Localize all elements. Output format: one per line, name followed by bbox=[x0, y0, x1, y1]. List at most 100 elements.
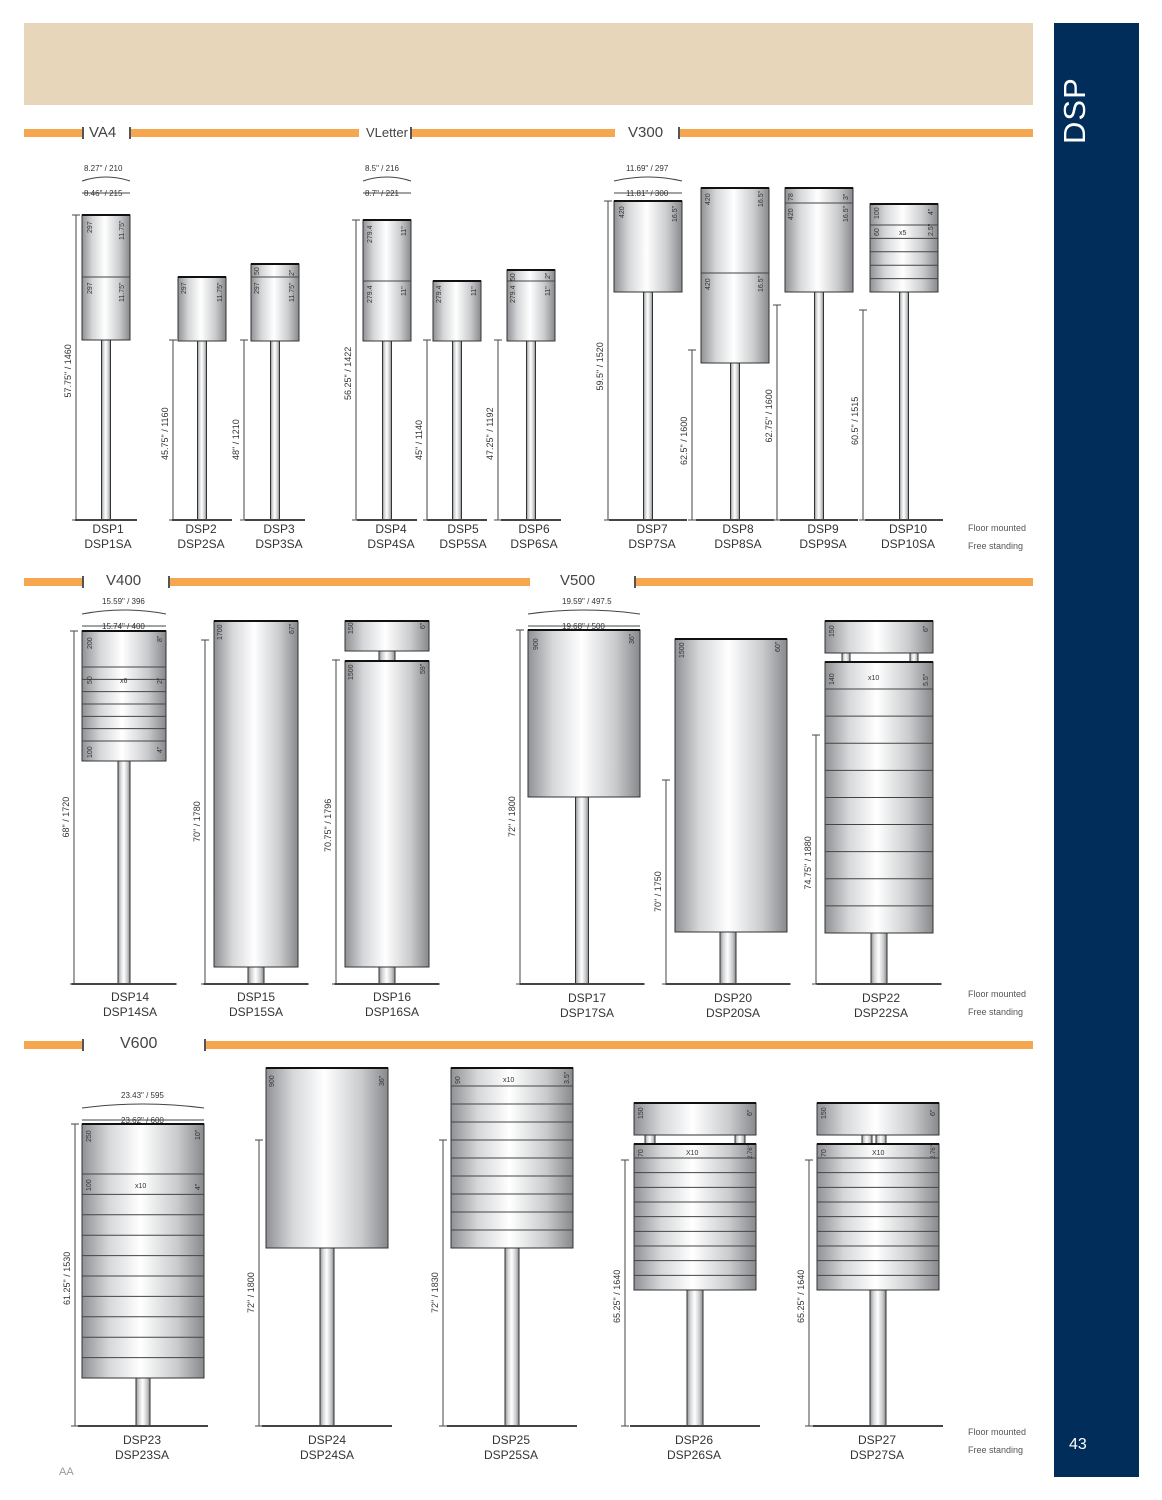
dimension-label: x5 bbox=[899, 230, 907, 237]
dimension-label: 11" bbox=[401, 286, 408, 296]
post bbox=[504, 1247, 520, 1427]
height-dimension: 72" / 1800 bbox=[507, 796, 517, 837]
height-dimension: 45.75" / 1160 bbox=[160, 407, 170, 460]
width-arc bbox=[613, 176, 683, 182]
post bbox=[899, 291, 909, 521]
dimension-label: 70 bbox=[638, 1149, 645, 1157]
dimension-label: 2" bbox=[157, 677, 164, 684]
dimension-label: 16.5" bbox=[672, 205, 679, 222]
width-arc bbox=[81, 609, 167, 615]
dimension-label: x10 bbox=[135, 1183, 146, 1190]
height-dimension: 65.25" / 1640 bbox=[612, 1270, 622, 1323]
dimension-label: X10 bbox=[686, 1150, 699, 1157]
post bbox=[686, 1289, 704, 1427]
mailbox-body bbox=[265, 1067, 389, 1249]
dimension-label: 420 bbox=[619, 206, 626, 218]
width-dimension: 23.43" / 595 bbox=[121, 1091, 164, 1100]
dimension-label: 279.4 bbox=[367, 285, 374, 303]
post bbox=[730, 362, 740, 521]
height-dimension: 59.5" / 1520 bbox=[595, 342, 605, 390]
dimension-label: 150 bbox=[829, 625, 836, 637]
dimension-label: 2" bbox=[545, 272, 552, 279]
dimension-label: 70 bbox=[821, 1149, 828, 1157]
dimension-label: 11.75" bbox=[119, 220, 126, 240]
dimension-label: 297 bbox=[87, 282, 94, 294]
height-dimension: 72" / 1800 bbox=[246, 1272, 256, 1313]
post bbox=[319, 1247, 335, 1427]
section-bar bbox=[24, 1039, 84, 1051]
height-dimension: 70.75" / 1796 bbox=[323, 799, 333, 852]
section-bar bbox=[410, 127, 615, 139]
section-title-va4: VA4 bbox=[89, 124, 117, 141]
post bbox=[382, 340, 392, 521]
height-dimension: 60.5" / 1515 bbox=[850, 397, 860, 445]
dimension-label: 6" bbox=[930, 1109, 937, 1116]
section-title-vletter: VLetter bbox=[366, 125, 408, 140]
dimension-label: 297 bbox=[254, 282, 261, 294]
width-dimension: 19.59" / 497.5 bbox=[562, 597, 612, 606]
dimension-label: 1500 bbox=[679, 642, 686, 658]
post bbox=[101, 339, 111, 521]
dimension-label: 2.5" bbox=[928, 223, 935, 236]
width-dimension: 8.27" / 210 bbox=[84, 164, 123, 173]
dimension-label: 4" bbox=[195, 1183, 202, 1190]
dimension-label: 8" bbox=[157, 635, 164, 642]
dimension-label: 420 bbox=[788, 208, 795, 220]
height-dimension: 62.75" / 1600 bbox=[764, 389, 774, 442]
dimension-label: 100 bbox=[86, 1179, 93, 1191]
height-dimension: 74.75" / 1880 bbox=[803, 836, 813, 889]
mailbox-body bbox=[784, 187, 854, 293]
width-dimension: 19.68" / 500 bbox=[562, 622, 605, 631]
section-title-v600: V600 bbox=[120, 1035, 158, 1052]
post bbox=[643, 291, 653, 521]
post bbox=[197, 340, 207, 521]
section-bar bbox=[24, 127, 84, 139]
height-dimension: 70" / 1750 bbox=[653, 871, 663, 912]
width-dimension: 8.7" / 221 bbox=[365, 189, 400, 198]
dimension-label: 10" bbox=[195, 1129, 202, 1140]
dimension-label: 420 bbox=[705, 193, 712, 205]
dimension-label: 59" bbox=[420, 663, 427, 674]
dimension-label: x10 bbox=[503, 1077, 514, 1084]
footer-code: AA bbox=[59, 1466, 74, 1478]
post bbox=[247, 966, 265, 985]
dimension-label: x6 bbox=[120, 678, 128, 685]
section-bar bbox=[678, 127, 1033, 139]
width-dimension: 15.74" / 400 bbox=[102, 622, 145, 631]
mailbox-body bbox=[506, 269, 556, 342]
dimension-label: 297 bbox=[181, 282, 188, 294]
section-bar bbox=[129, 127, 359, 139]
dimension-label: 900 bbox=[533, 638, 540, 650]
neck bbox=[644, 1134, 656, 1145]
height-dimension: 70" / 1780 bbox=[192, 801, 202, 842]
dimension-label: 3" bbox=[843, 193, 850, 200]
dimension-label: 67" bbox=[289, 623, 296, 634]
dimension-label: 4" bbox=[157, 746, 164, 753]
section-title-v500: V500 bbox=[560, 572, 596, 589]
section-bar bbox=[204, 1039, 1033, 1051]
post bbox=[270, 340, 280, 521]
height-dimension: 65.25" / 1640 bbox=[796, 1270, 806, 1323]
dimension-label: 6" bbox=[923, 625, 930, 632]
neck bbox=[861, 1134, 873, 1145]
dimension-label: 16.5" bbox=[843, 205, 850, 222]
dimension-label: 6" bbox=[420, 622, 427, 629]
dimension-label: 60 bbox=[874, 228, 881, 236]
dimension-label: 36" bbox=[379, 1075, 386, 1086]
mailbox-body bbox=[824, 620, 934, 654]
dimension-label: x10 bbox=[868, 675, 879, 682]
dimension-label: 2.76" bbox=[748, 1145, 754, 1159]
